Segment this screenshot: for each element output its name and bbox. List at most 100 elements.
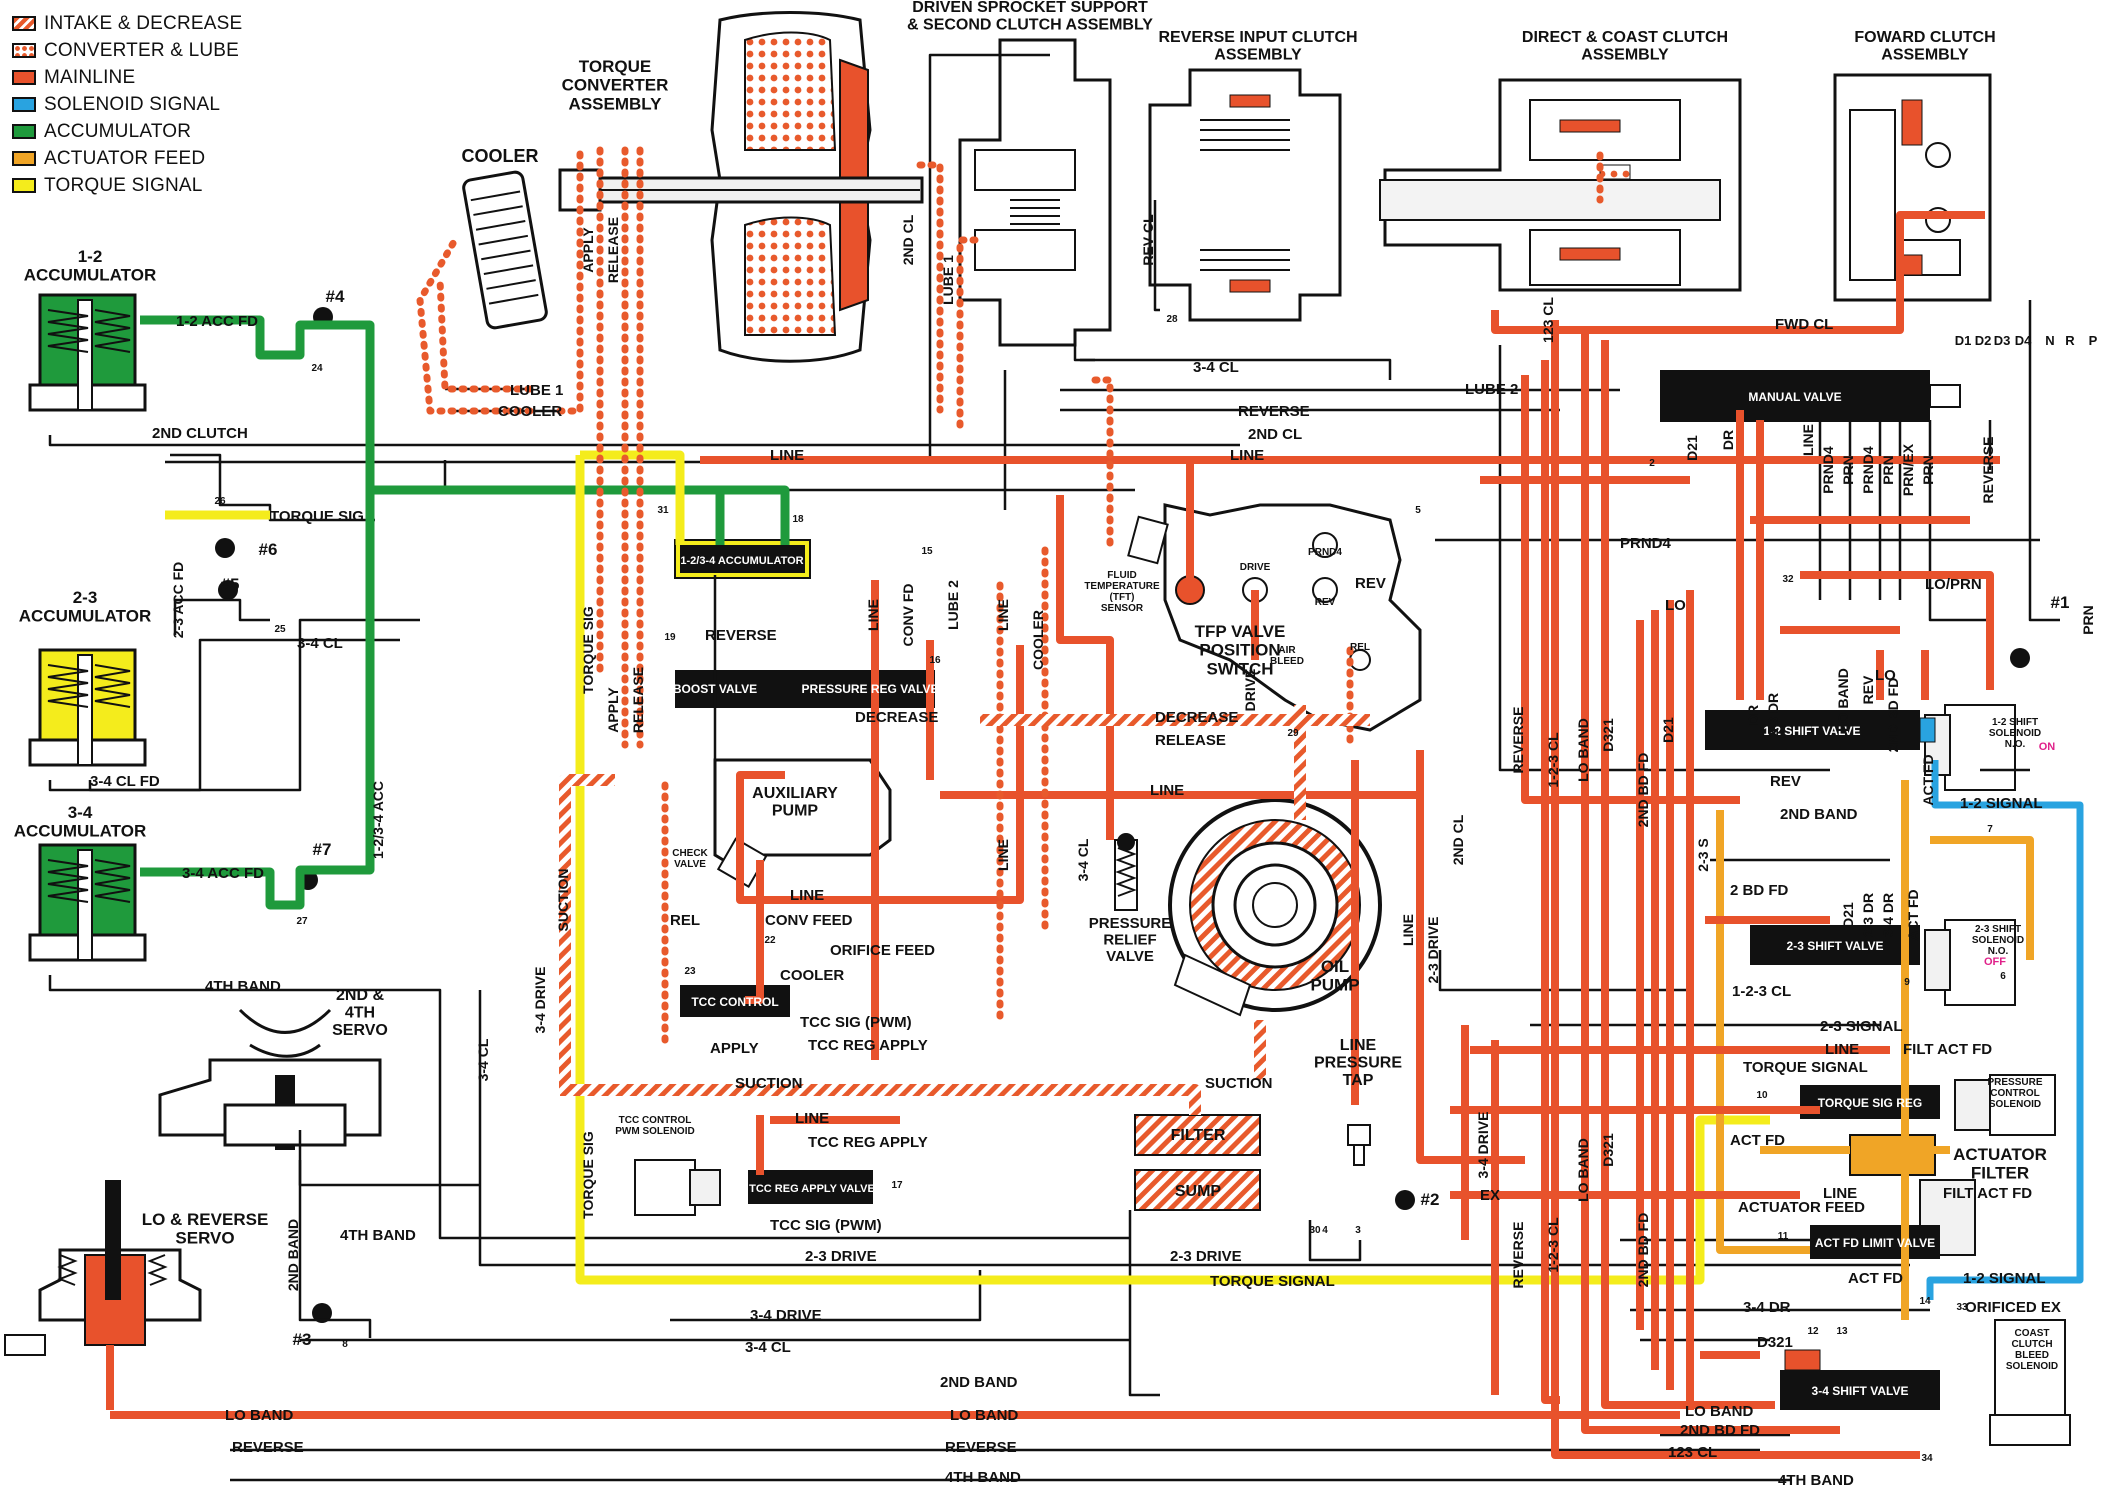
passage-label: 1-2-3 CL: [1732, 983, 1791, 1000]
passage-label-vertical: 3-4 DR: [1880, 893, 1896, 937]
passage-label: TORQUE SIGNAL: [1743, 1059, 1868, 1076]
passage-label-vertical: PRND4: [1860, 446, 1876, 494]
passage-label: 2 BD FD: [1730, 882, 1789, 899]
passage-label-vertical: D21: [1840, 902, 1856, 928]
passage-label: CONV FEED: [765, 912, 853, 929]
orifice-number: 13: [1836, 1326, 1848, 1337]
passage-label-vertical: APPLY: [580, 227, 596, 273]
passage-label: LO BAND: [950, 1407, 1018, 1424]
legend-label: ACTUATOR FEED: [44, 147, 206, 169]
passage-label: EX: [1480, 1187, 1500, 1204]
passage-label-vertical: ACT FD: [1905, 889, 1921, 940]
legend-item: INTAKE & DECREASE: [12, 10, 262, 37]
passage-label: ACTUATOR FEED: [1738, 1199, 1865, 1216]
filter-sump-drawing: [1134, 1114, 1261, 1211]
passage-label: ACT FD: [1848, 1270, 1903, 1287]
passage-label: 2-3 DRIVE: [805, 1248, 877, 1265]
gear-position: N: [2045, 333, 2054, 348]
orifice-number: 30: [1309, 1225, 1321, 1236]
passage-label-vertical: SUCTION: [555, 869, 571, 932]
filter-label: FILTER: [1171, 1127, 1226, 1144]
passage-label-vertical: 1-2/3-4 ACC: [370, 781, 386, 859]
passage-label: 4TH BAND: [205, 978, 281, 995]
checkball-label: #1: [2051, 593, 2070, 612]
passage-label: ORIFICED EX: [1965, 1299, 2061, 1316]
gear-position: D2: [1975, 333, 1992, 348]
orifice-number: 17: [891, 1180, 903, 1191]
legend-item: TORQUE SIGNAL: [12, 172, 262, 199]
tcc-control-valve-label: TCC CONTROL: [691, 995, 778, 1009]
passage-label-vertical: DR: [1720, 430, 1736, 450]
passage-label: 3-4 CL: [1193, 359, 1239, 376]
passage-label: REVERSE: [705, 627, 777, 644]
legend-label: MAINLINE: [44, 66, 136, 88]
passage-label-vertical: LINE: [865, 599, 881, 631]
passage-label: 3-4 CL: [297, 635, 343, 652]
passage-label: LO BAND: [225, 1407, 293, 1424]
gear-position: P: [2089, 333, 2098, 348]
orifice-number: 33: [1956, 1302, 1968, 1313]
passage-label-vertical: REV: [1860, 675, 1876, 704]
circuit-lines: [48, 53, 2084, 1482]
passage-label-vertical: 3-4 DRIVE: [1475, 1112, 1491, 1179]
checkball-label: #3: [293, 1330, 312, 1349]
legend-item: ACTUATOR FEED: [12, 145, 262, 172]
passage-label: REL: [670, 912, 700, 929]
passage-label: 2ND CLUTCH: [152, 425, 248, 442]
shift-valve-12-label: 1-2 SHIFT VALVE: [1764, 724, 1861, 738]
shift-valve-34-label: 3-4 SHIFT VALVE: [1812, 1384, 1909, 1398]
passage-label: 1-2 SIGNAL: [1960, 795, 2043, 812]
passage-label-vertical: 3-4 DRIVE: [532, 967, 548, 1034]
passage-label: LUBE 2: [1465, 381, 1518, 398]
passage-label-vertical: TORQUE SIG: [580, 1131, 596, 1219]
tfp-port-rel: REL: [1350, 642, 1370, 653]
passage-label: 4TH BAND: [340, 1227, 416, 1244]
accumulator-valve-label: 1-2/3-4 ACCUMULATOR: [680, 555, 803, 567]
passage-label-vertical: RELEASE: [630, 667, 646, 733]
passage-label-vertical: D321: [1600, 1133, 1616, 1167]
shift-solenoid-12-state: ON: [2039, 741, 2056, 753]
driven-sprocket-title: DRIVEN SPROCKET SUPPORT& SECOND CLUTCH A…: [907, 0, 1153, 34]
legend-item: MAINLINE: [12, 64, 262, 91]
passage-label: FILT ACT FD: [1943, 1185, 2032, 1202]
passage-label: 2-3 DRIVE: [1170, 1248, 1242, 1265]
passage-label-vertical: PRN: [1920, 455, 1936, 485]
passage-label-vertical: 2ND BAND: [285, 1219, 301, 1291]
passage-label: FWD CL: [1775, 316, 1833, 333]
valve-bodies: [674, 370, 1961, 1410]
passage-label: DECREASE: [1155, 709, 1238, 726]
gear-position: R: [2065, 333, 2075, 348]
passage-label: 3-4 CL: [745, 1339, 791, 1356]
passage-label-vertical: PRN/EX: [1900, 443, 1916, 496]
gear-position-scale: D1 D2 D3 D4 N R P: [1955, 333, 2098, 348]
passage-label: LINE: [1823, 1185, 1857, 1202]
legend: INTAKE & DECREASE CONVERTER & LUBE MAINL…: [12, 10, 262, 199]
legend-label: INTAKE & DECREASE: [44, 12, 243, 34]
passage-label-vertical: LO BAND: [1835, 668, 1851, 732]
passage-label: 2ND BAND: [1780, 806, 1858, 823]
orifice-number: 28: [1166, 314, 1178, 325]
accumulator-12-drawing: [28, 293, 147, 412]
passage-label: TORQUE SIG: [270, 508, 364, 525]
act-fd-limit-valve-label: ACT FD LIMIT VALVE: [1815, 1236, 1935, 1250]
legend-swatch: [12, 70, 36, 85]
passage-label-vertical: COOLER: [1030, 610, 1046, 670]
servo-lo-reverse-drawing: [4, 1180, 202, 1356]
legend-swatch: [12, 124, 36, 139]
legend-label: TORQUE SIGNAL: [44, 174, 203, 196]
orifice-number: 14: [1919, 1296, 1931, 1307]
passage-label-vertical: PRND4: [1820, 446, 1836, 494]
orifice-number: 25: [274, 624, 286, 635]
servo-2-4-drawing: [158, 1008, 382, 1150]
passage-label-vertical: LINE: [1400, 914, 1416, 946]
passage-label: LO/PRN: [1925, 576, 1982, 593]
passage-label: 3-4 CL FD: [90, 773, 160, 790]
driven-sprocket-drawing: [958, 38, 1112, 347]
